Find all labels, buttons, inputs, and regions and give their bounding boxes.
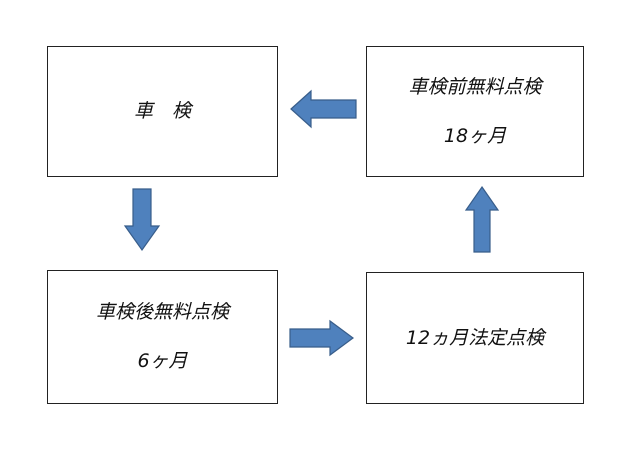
post-inspection-title: 車検後無料点検: [95, 301, 229, 324]
inspection-box: 車 検: [47, 46, 278, 177]
arrow-right-icon: [289, 319, 355, 357]
arrow-up-icon: [464, 185, 500, 253]
post-inspection-period: 6ヶ月: [137, 350, 188, 372]
twelve-month-inspection-box: 12ヵ月法定点検: [366, 272, 584, 404]
inspection-box-title: 車 検: [133, 100, 191, 123]
pre-inspection-box: 車検前無料点検 18ヶ月: [366, 46, 584, 177]
pre-inspection-period: 18ヶ月: [443, 124, 507, 147]
arrow-down-icon: [123, 188, 161, 252]
arrow-left-icon: [290, 89, 357, 129]
twelve-month-inspection-title: 12ヵ月法定点検: [405, 326, 545, 349]
post-inspection-box: 車検後無料点検 6ヶ月: [47, 270, 278, 404]
pre-inspection-title: 車検前無料点検: [408, 75, 542, 98]
